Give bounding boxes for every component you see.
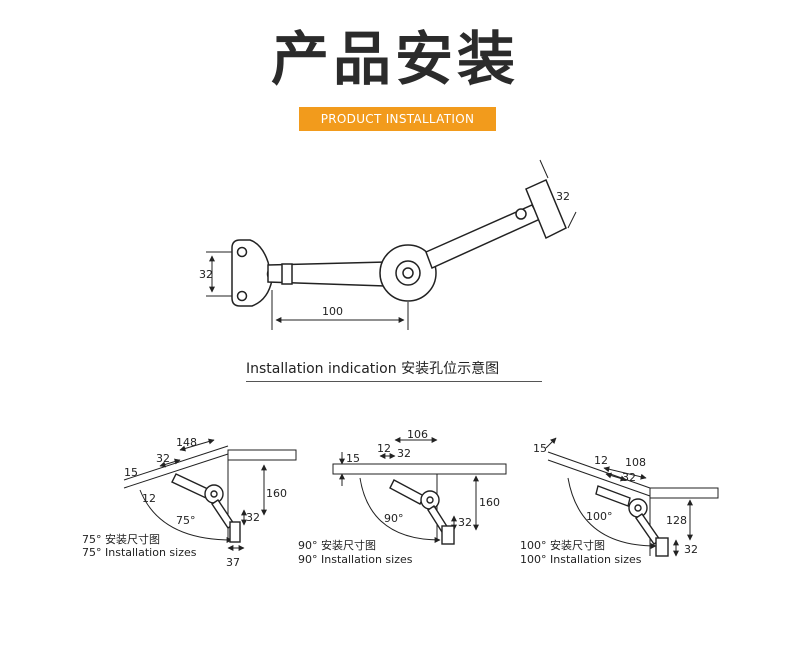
screw-hole-top <box>236 246 248 258</box>
dim-90-3: 32 <box>397 447 411 460</box>
dim-90-5: 160 <box>479 496 500 509</box>
dim-75-3: 15 <box>124 466 138 479</box>
dim-100-1: 15 <box>533 442 547 455</box>
dim-90-2: 12 <box>377 442 391 455</box>
caption-cn-75: 75° 安装尺寸图 <box>82 532 160 546</box>
dim-100-5: 128 <box>666 514 687 527</box>
angle-75: 75° <box>176 514 196 527</box>
dim-100-6: 32 <box>684 543 698 556</box>
pivot-core <box>402 267 414 279</box>
installation-indication-label: Installation indication 安装孔位示意图 <box>246 361 500 377</box>
hinge-top-view <box>231 178 567 307</box>
page-title: 产品安装 <box>270 25 519 93</box>
screw-hole-bottom <box>236 290 248 302</box>
door-bracket <box>525 178 567 240</box>
caption-cn-100: 100° 安装尺寸图 <box>520 538 605 552</box>
dim-90-4: 15 <box>346 452 360 465</box>
dim-75-6: 32 <box>246 511 260 524</box>
dim-75-2: 32 <box>156 452 170 465</box>
arm-joint <box>281 263 293 285</box>
angle-90: 90° <box>384 512 404 525</box>
caption-en-100: 100° Installation sizes <box>520 553 642 566</box>
diagram-90: 106 12 32 15 160 32 90° 90° 安装尺寸图 90° In… <box>298 428 507 566</box>
dim-90-6: 32 <box>458 516 472 529</box>
indication-underline <box>246 381 542 382</box>
installation-banner: PRODUCT INSTALLATION <box>299 107 496 131</box>
dim-100-2: 12 <box>594 454 608 467</box>
caption-en-90: 90° Installation sizes <box>298 553 413 566</box>
caption-en-75: 75° Installation sizes <box>82 546 197 559</box>
dim-90-1: 106 <box>407 428 428 441</box>
dim-75-5: 160 <box>266 487 287 500</box>
dim-75-7: 37 <box>226 556 240 569</box>
dim-100-4: 32 <box>622 471 636 484</box>
rod-pin <box>515 208 527 220</box>
diagram-100: 15 12 108 32 128 32 100° 100° 安装尺寸图 100°… <box>520 437 719 566</box>
dim-75-4: 12 <box>142 492 156 505</box>
dim-75-1: 148 <box>176 436 197 449</box>
caption-cn-90: 90° 安装尺寸图 <box>298 538 376 552</box>
dim-end-height: 32 <box>556 190 570 203</box>
diagram-75: 148 32 15 12 160 32 37 75° 75° 安装尺寸图 75°… <box>82 436 297 569</box>
dim-mount-height: 32 <box>199 268 213 281</box>
dim-length: 100 <box>322 305 343 318</box>
angle-100: 100° <box>586 510 613 523</box>
dim-100-3: 108 <box>625 456 646 469</box>
